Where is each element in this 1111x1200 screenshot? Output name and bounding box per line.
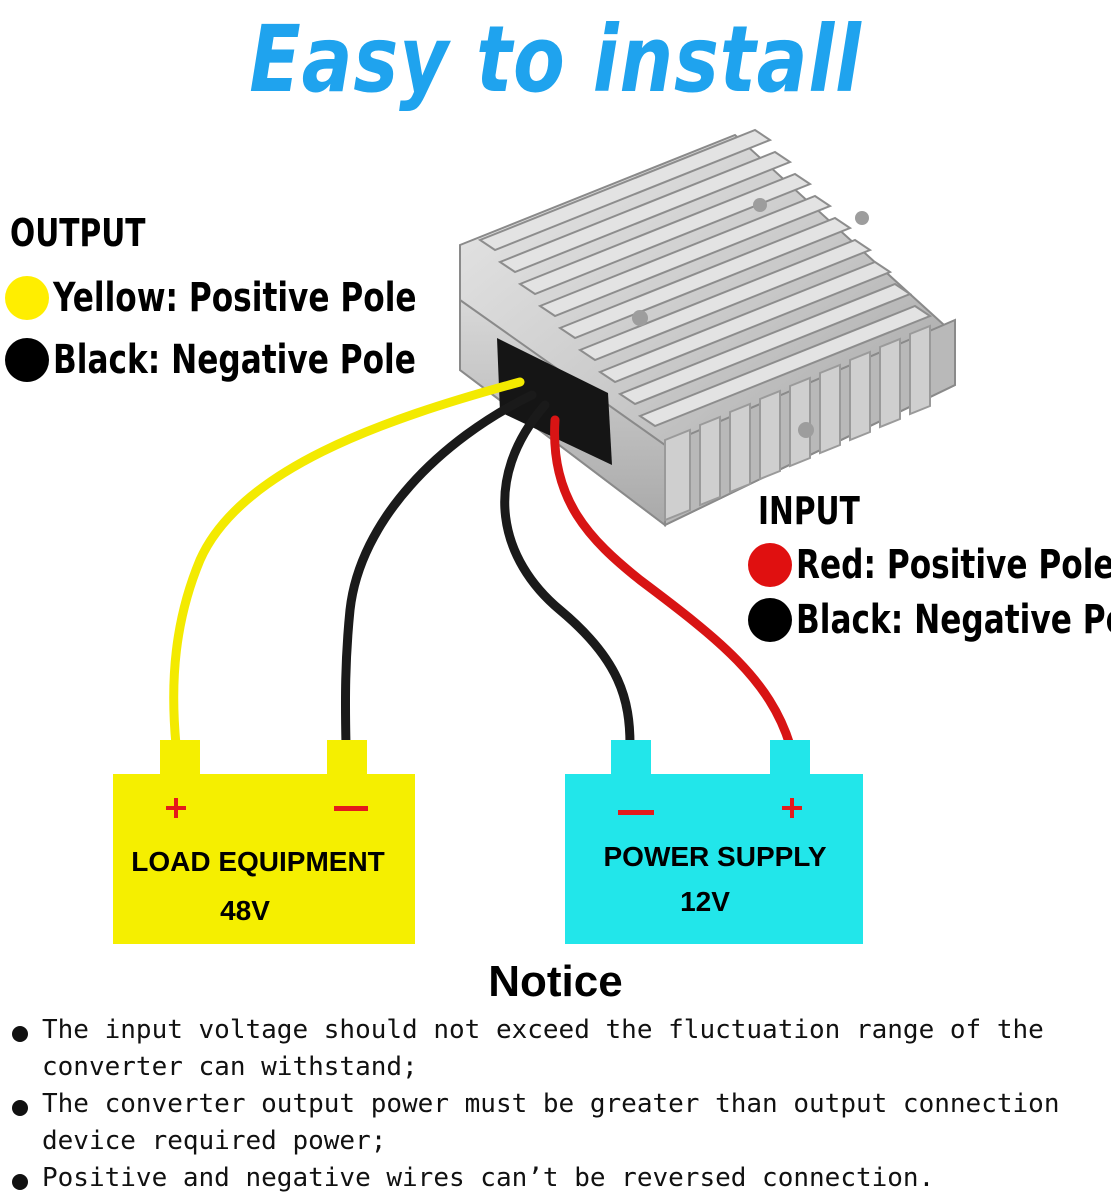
- minus-icon: [334, 806, 368, 811]
- load-equipment-box: [113, 740, 415, 944]
- yellow-wire: [169, 377, 525, 750]
- red-wire: [550, 415, 795, 750]
- output-heading: OUTPUT: [10, 211, 146, 255]
- black-input-wire: [500, 400, 635, 750]
- dc-converter-icon: [459, 128, 956, 528]
- load-voltage: 48V: [220, 895, 270, 926]
- notice-list: The input voltage should not exceed the …: [8, 1012, 1108, 1197]
- red-dot-icon: [748, 543, 792, 587]
- notice-item: The converter output power must be great…: [8, 1086, 1108, 1160]
- power-supply-box: [565, 740, 863, 944]
- black-dot-icon: [5, 338, 49, 382]
- bullet-icon: [12, 1100, 28, 1116]
- input-legend-black-label: Black: Negative Pole: [796, 597, 1111, 643]
- bullet-icon: [12, 1026, 28, 1042]
- page-title: Easy to install: [249, 6, 862, 113]
- load-equipment-label: LOAD EQUIPMENT: [131, 846, 385, 877]
- black-output-wire: [340, 390, 537, 750]
- minus-icon: [618, 810, 654, 815]
- power-supply-label: POWER SUPPLY: [603, 841, 827, 872]
- output-legend-black-label: Black: Negative Pole: [53, 337, 416, 383]
- input-heading: INPUT: [758, 489, 860, 533]
- notice-item: Positive and negative wires can’t be rev…: [8, 1160, 1108, 1197]
- black-dot-icon: [748, 598, 792, 642]
- notice-title: Notice: [488, 957, 623, 1006]
- notice-item: The input voltage should not exceed the …: [8, 1012, 1108, 1086]
- yellow-dot-icon: [5, 276, 49, 320]
- input-legend-red-label: Red: Positive Pole: [796, 542, 1111, 588]
- output-legend-yellow-label: Yellow: Positive Pole: [53, 275, 417, 321]
- power-supply-voltage: 12V: [680, 886, 730, 917]
- bullet-icon: [12, 1174, 28, 1190]
